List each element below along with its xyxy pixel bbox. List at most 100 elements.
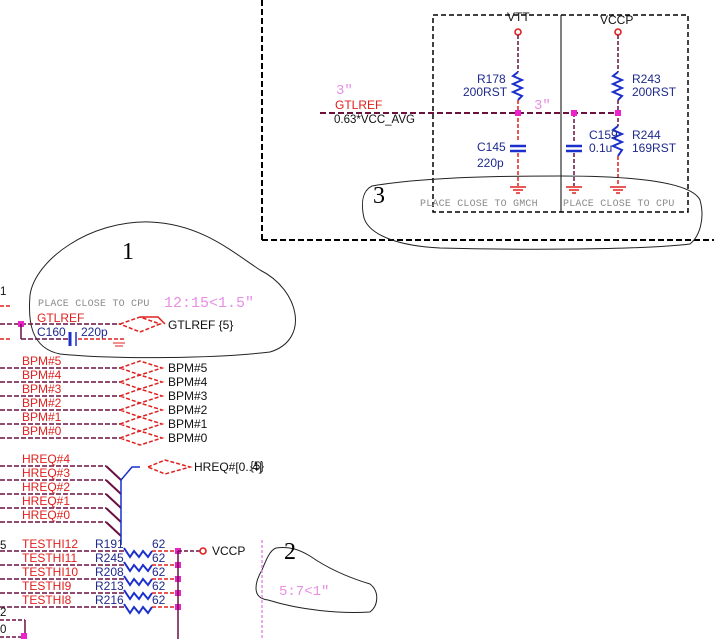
r243-ref: R243	[632, 72, 661, 86]
gtlref-net-label-2: GTLREF	[37, 311, 85, 325]
resistor-value: 62	[152, 537, 166, 551]
hreq-net-label: HREQ#0	[22, 508, 71, 522]
bpm-wires	[0, 360, 165, 446]
offpage-connector-icon	[117, 374, 165, 390]
c159-ref: C159	[589, 128, 618, 142]
rail-label-vccp: VCCP	[600, 13, 634, 27]
offpage-connector-gtlref-icon	[117, 316, 163, 333]
resistor-value: 62	[152, 565, 166, 579]
edge-pin-2: 2	[0, 607, 7, 619]
hreq-net-label: HREQ#1	[22, 494, 71, 508]
bus-entry	[105, 521, 122, 537]
placement-box	[432, 14, 689, 213]
testhi-net-label: TESTHI10	[22, 565, 79, 579]
c159-branch	[566, 113, 582, 194]
offpage-connector-icon	[117, 360, 165, 376]
hreq-bus	[120, 459, 193, 545]
bpm-net-label: BPM#4	[22, 368, 62, 382]
bpm-port-label[interactable]: BPM#1	[168, 417, 208, 431]
testhi-net-label: TESTHI11	[22, 551, 78, 565]
bus-entry	[105, 479, 122, 495]
resistor-value: 62	[152, 551, 166, 565]
resistor-ref: R216	[95, 593, 124, 607]
offpage-connector-icon	[117, 416, 165, 432]
offpage-connector-hreq-icon	[146, 459, 193, 475]
ground-icon	[510, 186, 526, 194]
vccp-rail-label: VCCP	[212, 544, 246, 558]
bpm-net-label: BPM#2	[22, 396, 62, 410]
resistor-icon	[123, 547, 153, 559]
r178-ref: R178	[477, 72, 506, 86]
resistor-value: 62	[152, 579, 166, 593]
r178-value: 200RST	[463, 85, 508, 99]
vtt-port-icon	[514, 28, 522, 36]
bpm-port-label[interactable]: BPM#5	[168, 361, 208, 375]
bpm-port-label[interactable]: BPM#3	[168, 389, 208, 403]
edge-pin-0: 0	[0, 624, 7, 636]
capacitor-c145-icon	[510, 144, 526, 153]
note-place-close-cpu: PLACE CLOSE TO CPU	[563, 199, 675, 210]
c159-value: 0.1u	[589, 141, 613, 155]
length-mid-label: 3"	[534, 98, 551, 114]
ground-icon	[113, 342, 125, 347]
testhi-net-label: TESTHI8	[22, 593, 72, 607]
r244-ref: R244	[632, 128, 661, 142]
resistor-value: 62	[152, 593, 166, 607]
resistor-ref: R191	[95, 537, 124, 551]
resistor-r243-icon	[610, 71, 625, 101]
testhi-net-label: TESTHI9	[22, 579, 72, 593]
length-rule-1: 12:15<1.5"	[164, 295, 255, 312]
resistor-icon	[123, 589, 153, 601]
resistor-r178-icon	[510, 71, 525, 101]
gtlref-port-label[interactable]: GTLREF {5}	[168, 318, 234, 332]
offpage-connector-icon	[117, 388, 165, 404]
vccp-port-icon	[614, 28, 622, 36]
capacitor-c159-icon	[566, 144, 582, 153]
sheet-border	[261, 0, 714, 241]
resistor-icon	[123, 575, 153, 587]
vccp-bus	[177, 547, 207, 639]
bpm-port-label[interactable]: BPM#2	[168, 403, 208, 417]
hreq-port-page: {5}	[250, 461, 265, 473]
edge-wires	[0, 619, 27, 639]
resistor-ref: R213	[95, 579, 124, 593]
vccp-port-icon	[199, 547, 207, 555]
edge-pin-1: 1	[0, 286, 7, 298]
note-place-close-gmch: PLACE CLOSE TO GMCH	[420, 199, 538, 210]
capacitor-c160-icon	[68, 332, 77, 346]
c145-value: 220p	[477, 156, 504, 170]
annotation-cloud-1	[28, 221, 296, 359]
junction-dots	[515, 110, 621, 116]
gtlref-desc: 0.63*VCC_AVG	[334, 114, 415, 126]
resistor-ref: R245	[95, 551, 124, 565]
bus-entry	[105, 465, 122, 481]
ground-icon	[610, 186, 626, 194]
bpm-net-label: BPM#1	[22, 410, 62, 424]
hreq-net-label: HREQ#2	[22, 480, 71, 494]
gtlref-net-label: GTLREF	[335, 98, 383, 112]
bpm-port-label[interactable]: BPM#4	[168, 375, 208, 389]
bus-entry	[105, 493, 122, 509]
c160-value: 220p	[81, 325, 108, 339]
resistor-icon	[123, 561, 153, 573]
c160-ref: C160	[37, 325, 66, 339]
hreq-net-label: HREQ#3	[22, 466, 71, 480]
annotation-number-2: 2	[284, 539, 296, 565]
ground-icon	[566, 186, 582, 194]
note-place-close-cpu-2: PLACE CLOSE TO CPU	[38, 299, 150, 310]
annotation-cloud-2	[255, 547, 378, 613]
length-left-label: 3"	[336, 83, 353, 99]
resistor-r244-icon	[610, 125, 625, 157]
c145-ref: C145	[477, 140, 506, 154]
offpage-connector-icon	[117, 402, 165, 418]
bpm-port-label[interactable]: BPM#0	[168, 431, 208, 445]
hreq-port-label[interactable]: HREQ#[0..4]	[194, 460, 263, 474]
annotation-number-1: 1	[122, 239, 134, 265]
bpm-net-label: BPM#0	[22, 424, 62, 438]
bus-entry	[105, 507, 122, 523]
r244-value: 169RST	[632, 141, 677, 155]
vtt-branch	[510, 28, 526, 194]
hreq-wires	[0, 465, 122, 537]
